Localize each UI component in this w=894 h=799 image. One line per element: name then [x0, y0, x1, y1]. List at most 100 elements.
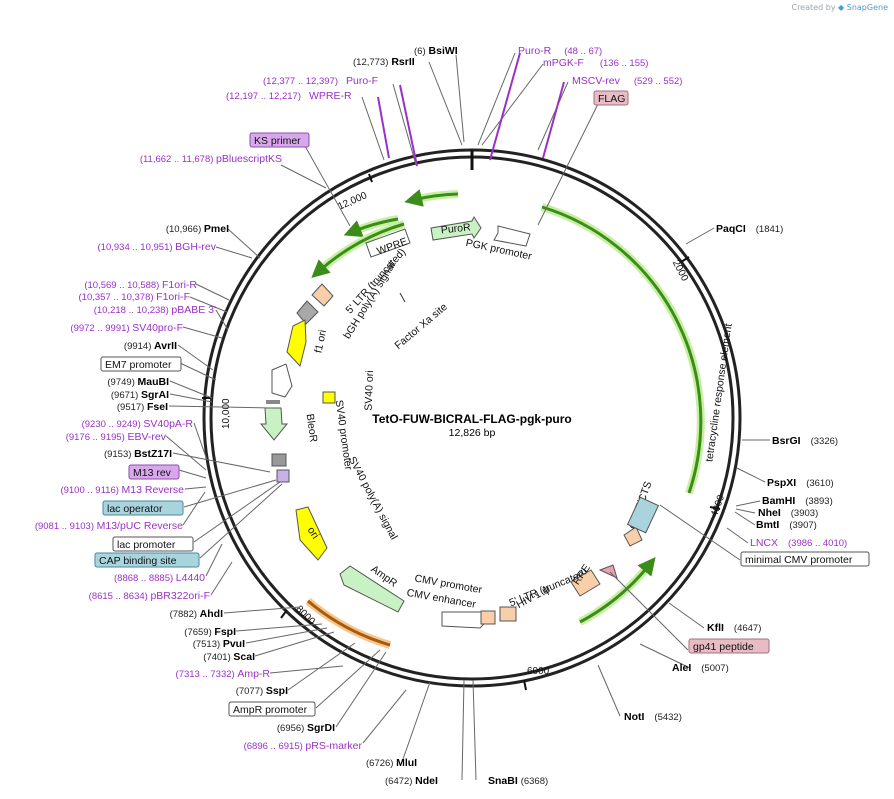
scai-label: (7401) ScaI [203, 651, 255, 663]
mscv-primer-name: MSCV-rev [572, 75, 621, 87]
prs-marker-name: pRS-marker [305, 740, 362, 752]
bmti-label: BmtI(3907) [756, 519, 817, 531]
f1ori-f-pos: (10,357 .. 10,378) [79, 292, 157, 303]
ampr-promoter-label: AmpR promoter [233, 704, 308, 716]
conn-l4440 [205, 543, 223, 577]
m13-reverse-pos: (9100 .. 9116) [60, 485, 121, 496]
bamhi-label: BamHI(3893) [762, 495, 833, 507]
conn-ebvrev [165, 435, 207, 471]
connectors [165, 52, 770, 781]
pspxi-pos: (3610) [806, 478, 833, 489]
conn-scai [254, 631, 335, 657]
conn-ndei [461, 679, 465, 781]
tre-feature [626, 496, 660, 534]
primer-mark-mpgk [489, 52, 521, 161]
f1ori-r-label: (10,569 .. 10,588) F1ori-R [84, 279, 197, 291]
conn-lacprom [193, 481, 281, 543]
em7-promoter-label: EM7 promoter [105, 359, 172, 371]
bamhi-pos: (3893) [805, 496, 832, 507]
cppt-feature [623, 526, 643, 547]
sgrdi-label: (6956) SgrDI [277, 722, 335, 734]
fsei-name: FseI [147, 401, 168, 413]
em7-feature [266, 400, 280, 404]
ampr-promoter-box [228, 701, 316, 717]
avrii-pos: (9914) [124, 341, 154, 352]
amp-r-label: (7313 .. 7332) Amp-R [176, 668, 271, 680]
puror-primer-label: Puro-R (48 .. 67) [518, 45, 602, 57]
sv40pa-r-pos: (9230 .. 9249) [82, 419, 144, 430]
ks-primer-label: KS primer [254, 135, 301, 147]
sspi-label: (7077) SspI [236, 685, 288, 697]
conn-nhei [735, 508, 756, 514]
ebv-rev-pos: (9176 .. 9195) [66, 432, 128, 443]
nhei-label: NheI(3903) [758, 507, 818, 519]
bstz17i-label: (9153) BstZ17I [104, 448, 172, 460]
pmei-label: (10,966) PmeI [166, 223, 229, 235]
sgrai-label: (9671) SgrAI [111, 389, 169, 401]
scai-pos: (7401) [203, 652, 233, 663]
watermark-brand: SnapGene [846, 3, 888, 12]
purof-primer-pos: (12,377 .. 12,397) [263, 76, 338, 87]
ltr5-bottom-feature [480, 610, 496, 625]
cap-binding-site-label: CAP binding site [99, 555, 177, 567]
pbr322ori-f-label: (8615 .. 8634) pBR322ori-F [89, 590, 210, 602]
puror-primer-pos: (48 .. 67) [564, 46, 602, 57]
bleor-label: BleoR [304, 413, 320, 443]
ori-arc [307, 599, 391, 647]
plasmid-length: 12,826 bp [449, 427, 496, 439]
fsei-label: (9517) FseI [117, 401, 168, 413]
kfli-name: KflI [707, 622, 724, 634]
sv40-ori-label: SV40 ori [363, 370, 376, 411]
wprer-primer-name: WPRE-R [309, 90, 352, 102]
conn-em7 [179, 362, 217, 381]
plasmid-name: TetO-FUW-BICRAL-FLAG-pgk-puro [372, 412, 572, 426]
mlui-name: MluI [396, 757, 417, 769]
ahdi-pos: (7882) [170, 609, 200, 620]
conn-noti [597, 664, 621, 717]
ori-label: ori [305, 525, 321, 541]
snapgene-logo-icon: ◆ [838, 3, 845, 12]
conn-alei [639, 643, 691, 669]
conn-kfli [668, 602, 705, 629]
factor-xa-line [399, 292, 406, 303]
conn-mscv [537, 81, 569, 151]
mpgk-primer-pos: (136 .. 155) [600, 58, 649, 69]
ltr5-top-feature [311, 283, 334, 307]
sv40pro-f-label: (9972 .. 9991) SV40pro-F [70, 322, 183, 334]
prs-marker-label: (6896 .. 6915) pRS-marker [244, 740, 363, 752]
conn-avrii [177, 344, 214, 371]
purof-primer-name: Puro-F [346, 75, 378, 87]
nhei-pos: (3903) [791, 508, 818, 519]
f1ori-f-name: F1ori-F [156, 291, 190, 303]
em7-promoter-box [100, 356, 182, 372]
mscv-primer-pos: (529 .. 552) [634, 76, 683, 87]
alei-pos: (5007) [701, 663, 728, 674]
conn-sgrai [169, 393, 213, 403]
avrii-label: (9914) AvrII [124, 340, 177, 352]
conn-pbabe [215, 309, 229, 331]
conn-mincmv [659, 504, 741, 561]
rsrii-label: (12,773) RsrII [353, 56, 415, 68]
rsrii-pos: (12,773) [353, 57, 388, 68]
purof-primer-label: (12,377 .. 12,397) Puro-F [263, 75, 378, 87]
pbabe-3-label: (10,218 .. 10,238) pBABE 3' [94, 304, 216, 316]
puror-primer-name: Puro-R [518, 45, 552, 57]
bsrgi-name: BsrGI [772, 435, 801, 447]
m13-puc-reverse-name: M13/pUC Reverse [97, 520, 184, 532]
l4440-name: L4440 [176, 572, 205, 584]
tre-label: tetracycline response element [703, 323, 734, 463]
bsiwi-name: BsiWI [429, 45, 458, 57]
l4440-label: (8868 .. 8885) L4440 [114, 572, 205, 584]
mpgk-primer-label: mPGK-F(136 .. 155) [543, 57, 648, 69]
f1-ori-label: f1 ori [312, 329, 329, 354]
ori-feature [295, 506, 328, 561]
ltr-arc [579, 556, 656, 624]
factor-xa-label: Factor Xa site [392, 301, 449, 352]
pmei-name: PmeI [204, 223, 229, 235]
conn-sv40prof [182, 326, 223, 339]
maubi-label: (9749) MauBI [107, 376, 169, 388]
pbr322ori-f-name: pBR322ori-F [150, 590, 210, 602]
conn-bstz17i [172, 452, 271, 473]
conn-amprprom [315, 649, 381, 709]
pbabe-3-name: pBABE 3' [171, 304, 216, 316]
